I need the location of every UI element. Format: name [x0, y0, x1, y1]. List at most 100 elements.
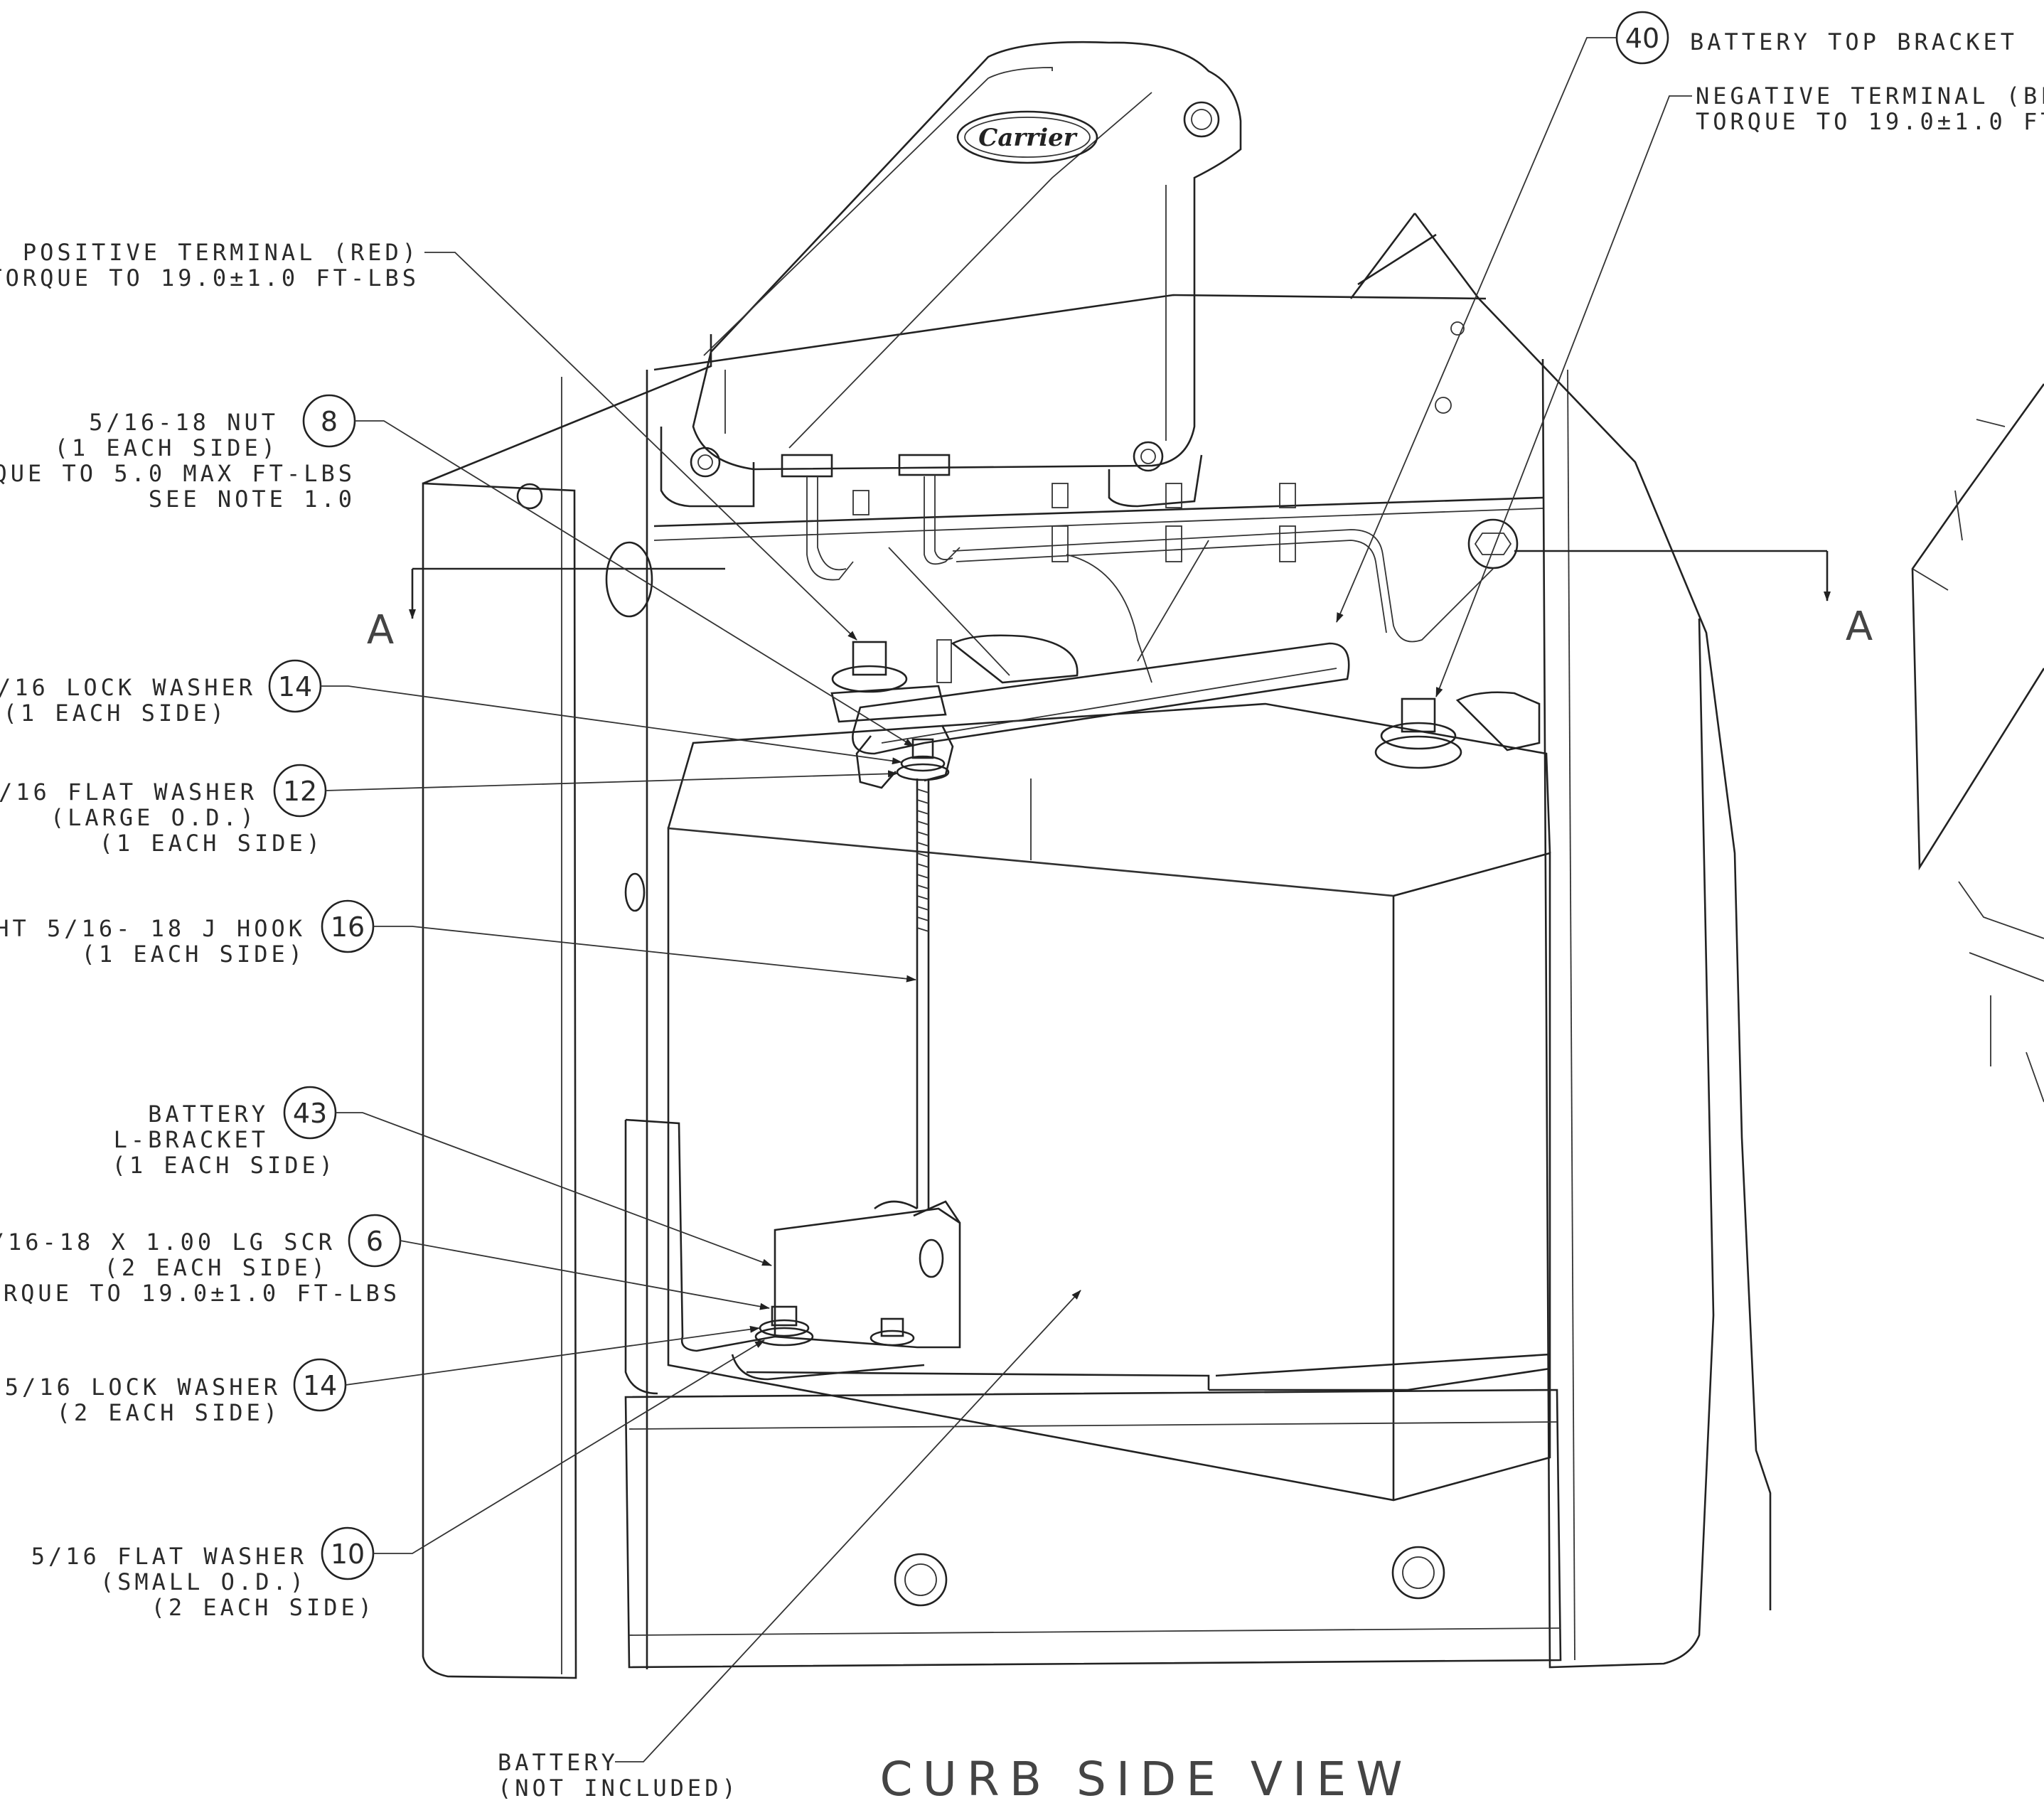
svg-text:12: 12 [283, 776, 317, 807]
back-wall-rail [653, 496, 1543, 528]
svg-text:RIGHT 5/16- 18 J HOOK: RIGHT 5/16- 18 J HOOK [0, 915, 306, 942]
enclosure-edge [703, 67, 1053, 356]
right-frame-panel [1541, 358, 1715, 1669]
svg-text:40: 40 [1625, 23, 1659, 54]
right-frame-inner [1567, 369, 1575, 1661]
wire-1 [806, 476, 854, 581]
callout-battery-top-bracket: 40 BATTERY TOP BRACKET [1336, 11, 2014, 623]
mount-ear-left [660, 427, 755, 508]
section-letter-right: A [1846, 604, 1873, 650]
section-letter-left: A [367, 607, 394, 653]
svg-text:(1 EACH SIDE): (1 EACH SIDE) [55, 434, 279, 461]
svg-text:(1 EACH SIDE): (1 EACH SIDE) [4, 700, 228, 727]
callout-j-hook: RIGHT 5/16- 18 J HOOK (1 EACH SIDE) 16 [0, 899, 916, 983]
leader-6 [400, 1240, 770, 1310]
svg-text:NEGATIVE TERMINAL (BLACK): NEGATIVE TERMINAL (BLACK) [1696, 82, 2044, 109]
back-wall-top [653, 294, 1487, 371]
svg-text:(2 EACH SIDE): (2 EACH SIDE) [105, 1254, 328, 1281]
svg-text:TORQUE TO 19.0±1.0 FT-LBS: TORQUE TO 19.0±1.0 FT-LBS [0, 264, 419, 291]
floor-plate [731, 1354, 1210, 1390]
svg-text:5/16-18 X 1.00 LG SCR: 5/16-18 X 1.00 LG SCR [0, 1229, 336, 1256]
wire-2 [924, 476, 961, 565]
j-hook-rod [916, 779, 930, 1209]
leader-battery [615, 1290, 1081, 1762]
battery-body [667, 827, 1551, 1502]
tray-left-lip [625, 1118, 776, 1352]
floor-screw-2 [880, 1317, 904, 1337]
leader-14-top [321, 685, 902, 765]
equipment-geometry: Carrier [422, 41, 2044, 1679]
svg-text:(LARGE O.D.): (LARGE O.D.) [50, 804, 257, 831]
callout-negative-terminal: NEGATIVE TERMINAL (BLACK) TORQUE TO 19.0… [1435, 82, 2044, 697]
leader-16 [373, 926, 916, 983]
positive-terminal-nut [852, 641, 887, 676]
svg-text:14: 14 [303, 1370, 337, 1401]
floor-screw-1 [771, 1305, 798, 1327]
svg-text:(2 EACH SIDE): (2 EACH SIDE) [151, 1594, 375, 1621]
callout-flat-washer-large: 5/16 FLAT WASHER (LARGE O.D.) (1 EACH SI… [0, 764, 898, 857]
bracket-end-left [855, 735, 897, 789]
svg-text:5/16 LOCK WASHER: 5/16 LOCK WASHER [5, 1374, 281, 1401]
battery-top-bracket [852, 642, 1350, 755]
svg-text:(1 EACH SIDE): (1 EACH SIDE) [112, 1152, 336, 1179]
svg-text:BATTERY: BATTERY [148, 1101, 269, 1128]
svg-text:5/16-18 NUT: 5/16-18 NUT [89, 409, 279, 436]
channel-bolt-left [894, 1553, 948, 1607]
svg-text:(2 EACH SIDE): (2 EACH SIDE) [57, 1399, 281, 1426]
svg-text:TORQUE TO 5.0 MAX FT-LBS: TORQUE TO 5.0 MAX FT-LBS [0, 460, 355, 487]
enclosure-screw-top [1183, 101, 1220, 138]
callout-positive-terminal: POSITIVE TERMINAL (RED) TORQUE TO 19.0±1… [0, 239, 857, 641]
leader-8 [355, 420, 914, 747]
callout-battery: BATTERY (NOT INCLUDED) [498, 1290, 1081, 1802]
leader-positive [424, 252, 857, 641]
svg-text:8: 8 [321, 406, 338, 437]
j-hook-eye [919, 1238, 944, 1278]
svg-text:5/16 FLAT WASHER: 5/16 FLAT WASHER [0, 779, 257, 806]
svg-text:(1 EACH SIDE): (1 EACH SIDE) [82, 941, 306, 968]
battery-top-face [667, 702, 1551, 854]
svg-text:14: 14 [278, 671, 312, 702]
grounding-nut [1467, 518, 1519, 569]
svg-text:TORQUE TO 19.0±1.0 FT-LBS: TORQUE TO 19.0±1.0 FT-LBS [1696, 108, 2044, 135]
leader-14-bottom [345, 1325, 760, 1386]
left-frame-panel [422, 482, 577, 1679]
frame-slot [605, 541, 653, 618]
leader-40 [1336, 37, 1617, 623]
callout-nut: 5/16-18 NUT (1 EACH SIDE) TORQUE TO 5.0 … [0, 394, 914, 747]
callout-lock-washer-top: 5/16 LOCK WASHER (1 EACH SIDE) 14 [0, 659, 902, 765]
right-cover-outline [1413, 213, 1772, 1610]
svg-text:6: 6 [366, 1226, 383, 1257]
svg-text:(1 EACH SIDE): (1 EACH SIDE) [100, 830, 323, 857]
svg-text:BATTERY: BATTERY [498, 1749, 619, 1776]
svg-text:L-BRACKET: L-BRACKET [114, 1126, 269, 1153]
svg-text:(NOT INCLUDED): (NOT INCLUDED) [498, 1775, 739, 1802]
channel-bolt-right [1391, 1546, 1445, 1600]
leader-negative [1435, 95, 1692, 697]
svg-text:43: 43 [293, 1098, 327, 1129]
callout-lock-washer-bottom: 5/16 LOCK WASHER (2 EACH SIDE) 14 [5, 1325, 760, 1426]
leader-10 [373, 1339, 765, 1554]
carrier-logo-oval [956, 110, 1098, 164]
enclosure-inner [724, 185, 1167, 441]
left-frame-top [422, 334, 712, 485]
enclosure-facet [788, 92, 1152, 449]
right-cover-top [1349, 213, 1416, 299]
view-title: CURB SIDE VIEW [880, 1752, 1413, 1803]
callout-l-bracket: BATTERY L-BRACKET (1 EACH SIDE) 43 [112, 1086, 772, 1266]
callout-screw: 5/16-18 X 1.00 LG SCR (2 EACH SIDE) TORQ… [0, 1214, 770, 1310]
adjacent-unit [1911, 383, 2044, 871]
callout-flat-washer-small: 5/16 FLAT WASHER (SMALL O.D.) (2 EACH SI… [31, 1339, 765, 1621]
battery-l-bracket [774, 1207, 961, 1349]
leader-43 [336, 1112, 772, 1266]
controller-enclosure [692, 41, 1242, 471]
carrier-logo-text: Carrier [978, 124, 1077, 152]
positive-terminal-cover [951, 634, 1079, 684]
svg-text:5/16 FLAT WASHER: 5/16 FLAT WASHER [31, 1543, 307, 1570]
negative-terminal-cover [1455, 691, 1541, 751]
leader-12 [325, 770, 898, 791]
svg-text:SEE NOTE 1.0: SEE NOTE 1.0 [149, 486, 355, 513]
svg-text:(SMALL O.D.): (SMALL O.D.) [100, 1568, 307, 1595]
lower-channel [624, 1389, 1562, 1669]
wire-3 [1066, 554, 1152, 683]
